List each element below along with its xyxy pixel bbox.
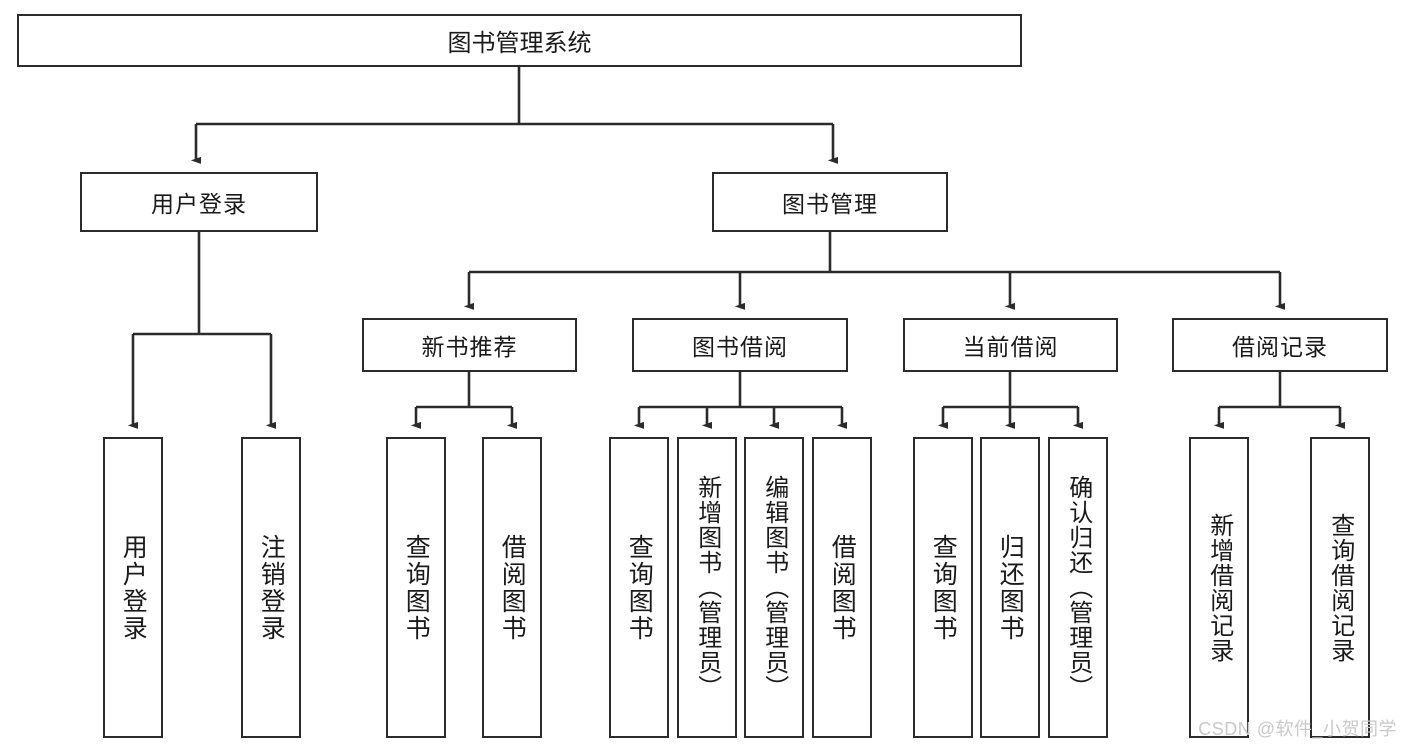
leaf-label: 查询图书 (929, 533, 958, 642)
node-label: 新书推荐 (421, 334, 518, 360)
node-user-login[interactable]: 用户登录 (80, 172, 318, 232)
node-label: 当前借阅 (962, 334, 1059, 360)
leaf-logout[interactable]: 注销登录 (241, 437, 301, 738)
node-book-borrow[interactable]: 图书借阅 (632, 318, 848, 372)
leaf-query-book-borrow[interactable]: 查询图书 (609, 437, 669, 738)
leaf-label: 查询图书 (625, 533, 654, 642)
leaf-label: 确认归还（管理员） (1064, 475, 1092, 700)
leaf-label: 新增图书（管理员） (693, 475, 721, 700)
leaf-label: 借阅图书 (498, 533, 527, 642)
leaf-label: 用户登录 (119, 533, 148, 642)
leaf-label: 新增借阅记录 (1205, 512, 1233, 663)
node-label: 借阅记录 (1232, 334, 1328, 360)
leaf-label: 查询图书 (402, 533, 431, 642)
leaf-return-book[interactable]: 归还图书 (980, 437, 1040, 738)
leaf-add-book-admin[interactable]: 新增图书（管理员） (677, 437, 737, 738)
leaf-query-book-recommend[interactable]: 查询图书 (386, 437, 446, 738)
node-root-system[interactable]: 图书管理系统 (17, 14, 1022, 67)
watermark-text: CSDN @软件_小贺同学 (1198, 719, 1397, 739)
leaf-label: 编辑图书（管理员） (760, 475, 788, 700)
leaf-edit-book-admin[interactable]: 编辑图书（管理员） (744, 437, 804, 738)
node-new-book-recommend[interactable]: 新书推荐 (362, 318, 577, 372)
leaf-borrow-book-recommend[interactable]: 借阅图书 (482, 437, 542, 738)
node-label: 图书管理 (782, 191, 878, 217)
leaf-label: 归还图书 (996, 533, 1025, 642)
node-current-borrow[interactable]: 当前借阅 (903, 318, 1118, 372)
node-borrow-record[interactable]: 借阅记录 (1172, 318, 1388, 372)
leaf-confirm-return-admin[interactable]: 确认归还（管理员） (1048, 437, 1108, 738)
leaf-query-book-current[interactable]: 查询图书 (913, 437, 973, 738)
leaf-borrow-book[interactable]: 借阅图书 (812, 437, 872, 738)
leaf-user-login[interactable]: 用户登录 (103, 437, 163, 738)
node-label: 图书管理系统 (447, 30, 592, 57)
node-label: 图书借阅 (692, 334, 788, 360)
leaf-label: 查询借阅记录 (1326, 512, 1354, 663)
node-label: 用户登录 (151, 191, 247, 217)
leaf-add-borrow-record[interactable]: 新增借阅记录 (1189, 437, 1249, 738)
leaf-label: 借阅图书 (828, 533, 857, 642)
node-book-management[interactable]: 图书管理 (712, 172, 948, 232)
leaf-query-borrow-record[interactable]: 查询借阅记录 (1310, 437, 1370, 738)
leaf-label: 注销登录 (257, 533, 286, 642)
